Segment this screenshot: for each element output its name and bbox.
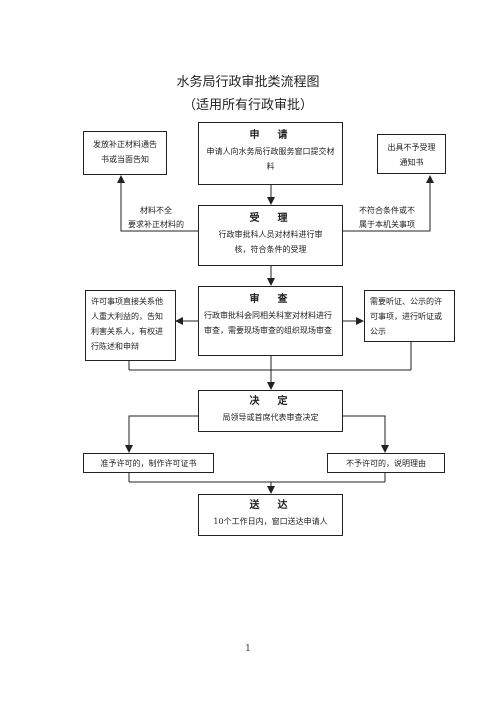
left-condition-label: 材料不全 要求补正材料的 (128, 206, 184, 229)
page-title: 水务局行政审批类流程图 (176, 75, 320, 90)
reject-text: 不予许可的，说明理由 (346, 459, 426, 468)
review-text: 行政审批科会同相关科室对材料进行审查，需要现场审查的组织现场审查 (204, 311, 332, 335)
arrow-accept-to-left-notice (117, 175, 198, 232)
decide-heading: 决 定 (249, 396, 292, 407)
review-left-text: 许可事项直接关系他人重大利益的，告知利害关系人，有权进行陈述和申辩 (91, 297, 163, 351)
approve-box: 准予许可的，制作许可证书 (83, 453, 214, 473)
deliver-box: 送 达 10个工作日内，窗口送达申请人 (198, 494, 343, 536)
reject-box: 不予许可的，说明理由 (327, 453, 445, 473)
decide-text: 局领导或首席代表审查决定 (222, 413, 319, 422)
deliver-text: 10个工作日内，窗口送达申请人 (213, 517, 328, 526)
arrow-decide-to-reject (343, 415, 389, 453)
accept-text: 行政审批科人员对材料进行审核，符合条件的受理 (218, 230, 323, 254)
left-notice-box: 发放补正材料通告书或当面告知 (83, 131, 167, 175)
accept-box: 受 理 行政审批科人员对材料进行审核，符合条件的受理 (198, 205, 343, 266)
review-right-text: 需要听证、公示的许可事项，进行听证或公示 (370, 297, 442, 336)
review-box: 审 查 行政审批科会同相关科室对材料进行审查，需要现场审查的组织现场审查 (198, 286, 343, 356)
review-left-box: 许可事项直接关系他人重大利益的，告知利害关系人，有权进行陈述和申辩 (85, 290, 176, 361)
approve-text: 准予许可的，制作许可证书 (100, 459, 197, 468)
page-subtitle: （适用所有行政审批） (182, 98, 313, 113)
deliver-heading: 送 达 (249, 500, 292, 511)
arrow-accept-to-right-notice (343, 175, 434, 232)
review-heading: 审 查 (249, 294, 292, 305)
apply-heading: 申 请 (249, 130, 292, 141)
page-number: 1 (245, 644, 251, 654)
accept-heading: 受 理 (249, 213, 292, 224)
arrow-decide-to-approve (125, 415, 198, 453)
review-right-box: 需要听证、公示的许可事项，进行听证或公示 (364, 290, 455, 342)
decide-box: 决 定 局领导或首席代表审查决定 (198, 390, 343, 432)
right-notice-text: 出具不予受理通知书 (387, 143, 436, 167)
apply-box: 申 请 申请人向水务局行政服务窗口提交材料 (198, 122, 343, 185)
apply-text: 申请人向水务局行政服务窗口提交材料 (206, 147, 335, 171)
right-notice-box: 出具不予受理通知书 (377, 134, 446, 174)
left-notice-text: 发放补正材料通告书或当面告知 (93, 140, 157, 164)
right-condition-label: 不符合条件或不 属于本机关事项 (359, 206, 415, 229)
